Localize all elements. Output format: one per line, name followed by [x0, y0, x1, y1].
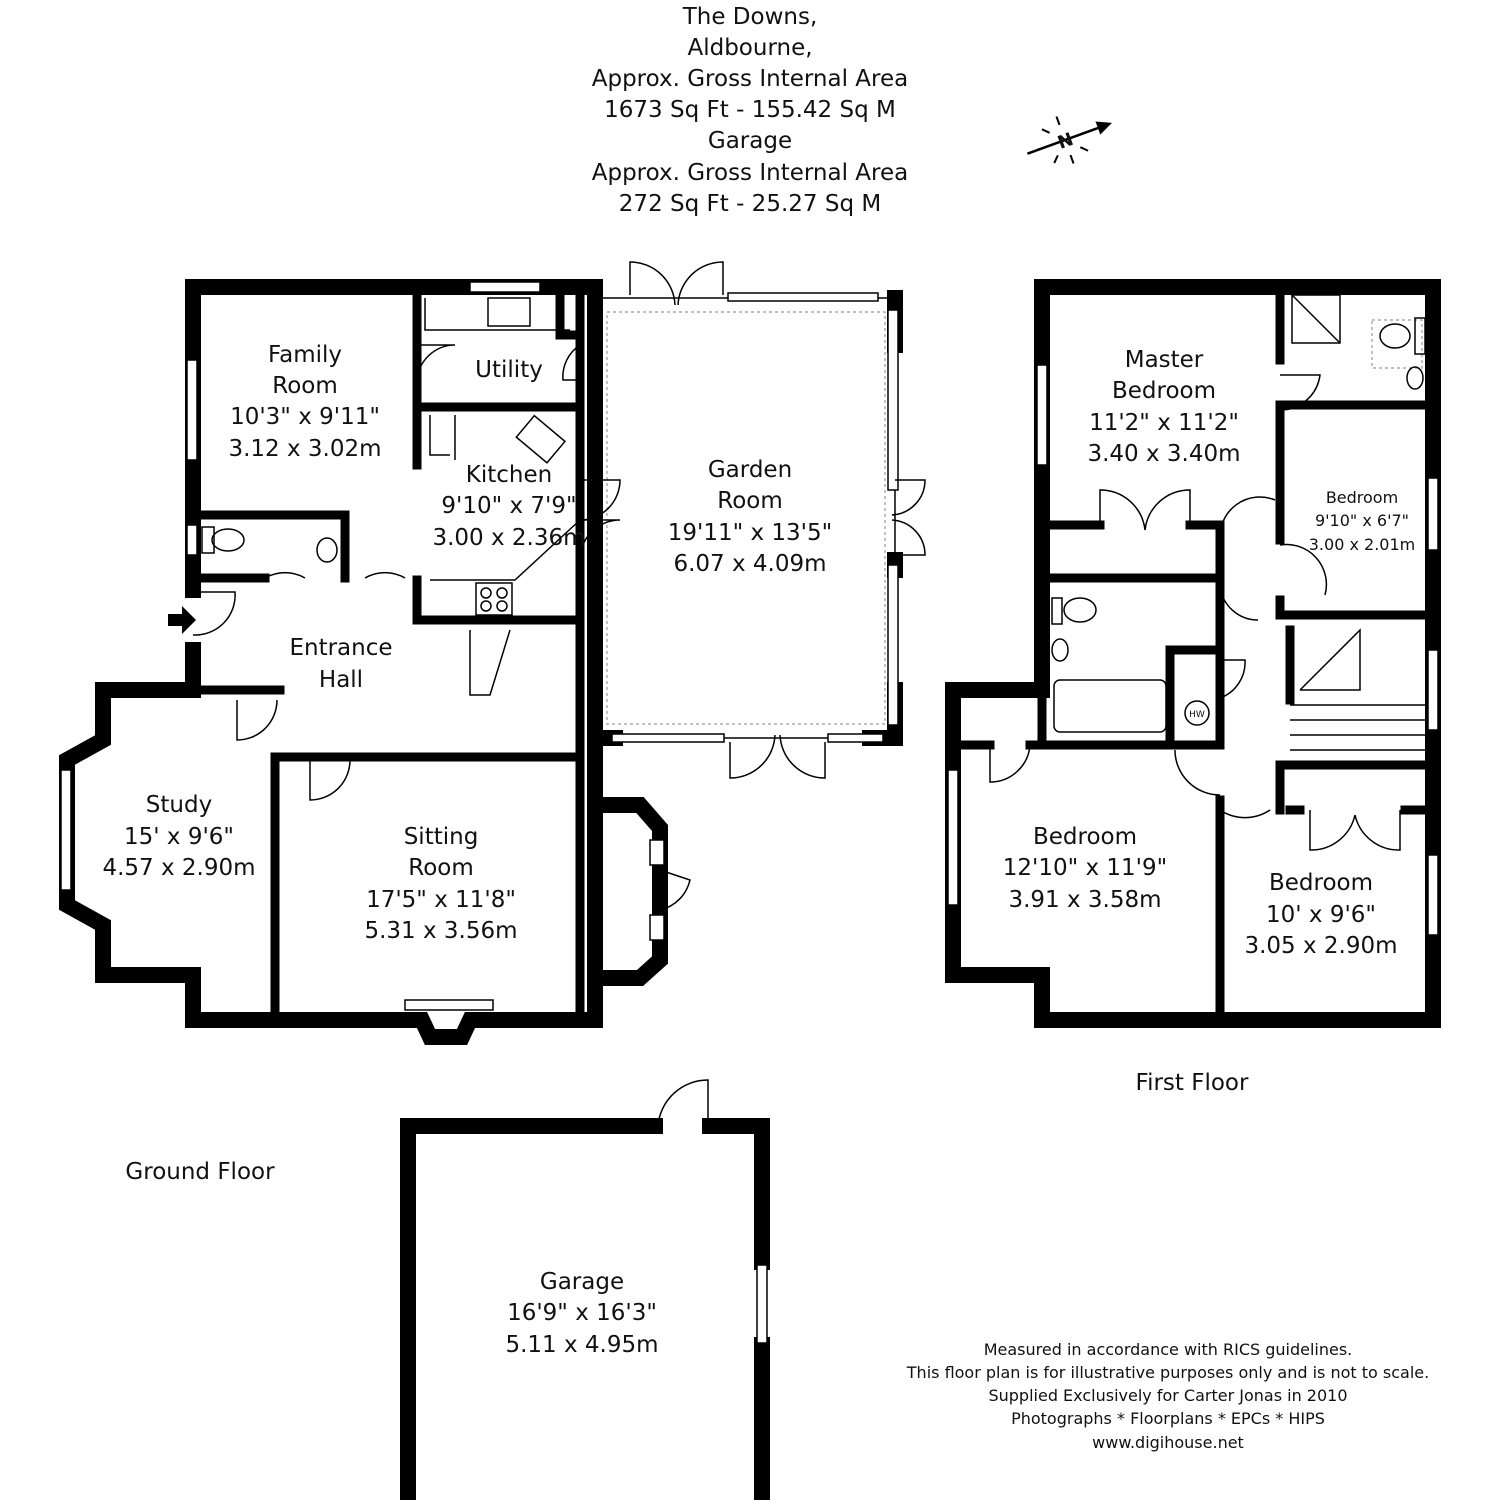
room-bedroom-right: Bedroom 10' x 9'6" 3.05 x 2.90m	[1244, 870, 1397, 959]
room-label-text: 3.91 x 3.58m	[1008, 887, 1161, 913]
room-bedroom-left: Bedroom 12'10" x 11'9" 3.91 x 3.58m	[1003, 824, 1167, 913]
ground-floor-plan: Family Room 10'3" x 9'11" 3.12 x 3.02m U…	[59, 261, 926, 1185]
room-label-text: 19'11" x 13'5"	[668, 520, 832, 546]
room-sitting-room: Sitting Room 17'5" x 11'8" 5.31 x 3.56m	[364, 824, 517, 944]
header-line: Approx. Gross Internal Area	[592, 66, 909, 92]
header-line: 272 Sq Ft - 25.27 Sq M	[619, 191, 881, 217]
footer-line: Measured in accordance with RICS guideli…	[984, 1340, 1353, 1359]
first-floor-plan: HW Master Bedroom 11'2" x 11'2" 3.40 x 3…	[945, 279, 1441, 1096]
hot-water-label: HW	[1189, 710, 1205, 720]
room-study: Study 15' x 9'6" 4.57 x 2.90m	[102, 792, 255, 881]
room-family-room: Family Room 10'3" x 9'11" 3.12 x 3.02m	[228, 342, 381, 462]
footer-line: Photographs * Floorplans * EPCs * HIPS	[1011, 1409, 1325, 1428]
room-label-text: Room	[408, 855, 474, 881]
room-label-text: Bedroom	[1269, 870, 1373, 896]
room-label-text: 3.12 x 3.02m	[228, 436, 381, 462]
room-label-text: Study	[146, 792, 212, 818]
room-label-text: Bedroom	[1033, 824, 1137, 850]
room-label-text: Master	[1125, 347, 1204, 373]
room-label-text: Room	[272, 373, 338, 399]
ground-floor-label: Ground Floor	[125, 1159, 275, 1185]
room-label-text: Entrance	[289, 635, 392, 661]
room-label-text: Garden	[708, 457, 792, 483]
room-garage: Garage 16'9" x 16'3" 5.11 x 4.95m	[505, 1269, 658, 1358]
room-utility: Utility	[475, 357, 543, 383]
room-label-text: 15' x 9'6"	[124, 824, 234, 850]
garage-plan: Garage 16'9" x 16'3" 5.11 x 4.95m	[400, 1079, 770, 1500]
room-label-text: 9'10" x 7'9"	[441, 493, 576, 519]
room-label-text: Room	[717, 488, 783, 514]
footer-notes: Measured in accordance with RICS guideli…	[906, 1340, 1429, 1452]
header-line: Aldbourne,	[687, 35, 812, 61]
compass-label: N	[1055, 129, 1076, 154]
room-label-text: 6.07 x 4.09m	[673, 551, 826, 577]
north-arrow-icon: N	[1026, 116, 1112, 164]
first-floor-label: First Floor	[1136, 1070, 1249, 1096]
room-label-text: Bedroom	[1112, 378, 1216, 404]
room-label-text: 3.00 x 2.36m	[432, 525, 585, 551]
room-label-text: 5.11 x 4.95m	[505, 1332, 658, 1358]
room-label-text: 17'5" x 11'8"	[366, 887, 516, 913]
room-entrance-hall: Entrance Hall	[289, 635, 392, 693]
room-label-text: 4.57 x 2.90m	[102, 855, 255, 881]
header-line: Garage	[708, 128, 792, 154]
room-label-text: Family	[268, 342, 342, 368]
room-label-text: 10'3" x 9'11"	[230, 404, 380, 430]
room-garden-room: Garden Room 19'11" x 13'5" 6.07 x 4.09m	[668, 457, 832, 577]
room-label-text: 10' x 9'6"	[1266, 902, 1376, 928]
room-label-text: Bedroom	[1326, 488, 1398, 507]
room-label-text: 3.40 x 3.40m	[1087, 441, 1240, 467]
header-line: 1673 Sq Ft - 155.42 Sq M	[604, 97, 896, 123]
room-label-text: Kitchen	[466, 462, 552, 488]
room-label-text: Utility	[475, 357, 543, 383]
room-label-text: 9'10" x 6'7"	[1315, 511, 1409, 530]
room-kitchen: Kitchen 9'10" x 7'9" 3.00 x 2.36m	[432, 462, 585, 551]
room-label-text: Hall	[319, 667, 363, 693]
room-label-text: 3.00 x 2.01m	[1309, 535, 1415, 554]
header: The Downs, Aldbourne, Approx. Gross Inte…	[592, 4, 909, 217]
room-label-text: Sitting	[404, 824, 479, 850]
room-label-text: 16'9" x 16'3"	[507, 1300, 657, 1326]
footer-line: www.digihouse.net	[1092, 1433, 1244, 1452]
footer-line: This floor plan is for illustrative purp…	[906, 1363, 1429, 1382]
room-label-text: 12'10" x 11'9"	[1003, 855, 1167, 881]
room-label-text: Garage	[540, 1269, 624, 1295]
room-master-bedroom: Master Bedroom 11'2" x 11'2" 3.40 x 3.40…	[1087, 347, 1240, 467]
room-label-text: 11'2" x 11'2"	[1089, 410, 1239, 436]
room-label-text: 3.05 x 2.90m	[1244, 933, 1397, 959]
room-label-text: 5.31 x 3.56m	[364, 918, 517, 944]
entrance-arrow-icon	[168, 606, 196, 634]
room-bedroom-small: Bedroom 9'10" x 6'7" 3.00 x 2.01m	[1309, 488, 1415, 554]
header-line: The Downs,	[682, 4, 818, 30]
header-line: Approx. Gross Internal Area	[592, 160, 909, 186]
footer-line: Supplied Exclusively for Carter Jonas in…	[988, 1386, 1347, 1405]
